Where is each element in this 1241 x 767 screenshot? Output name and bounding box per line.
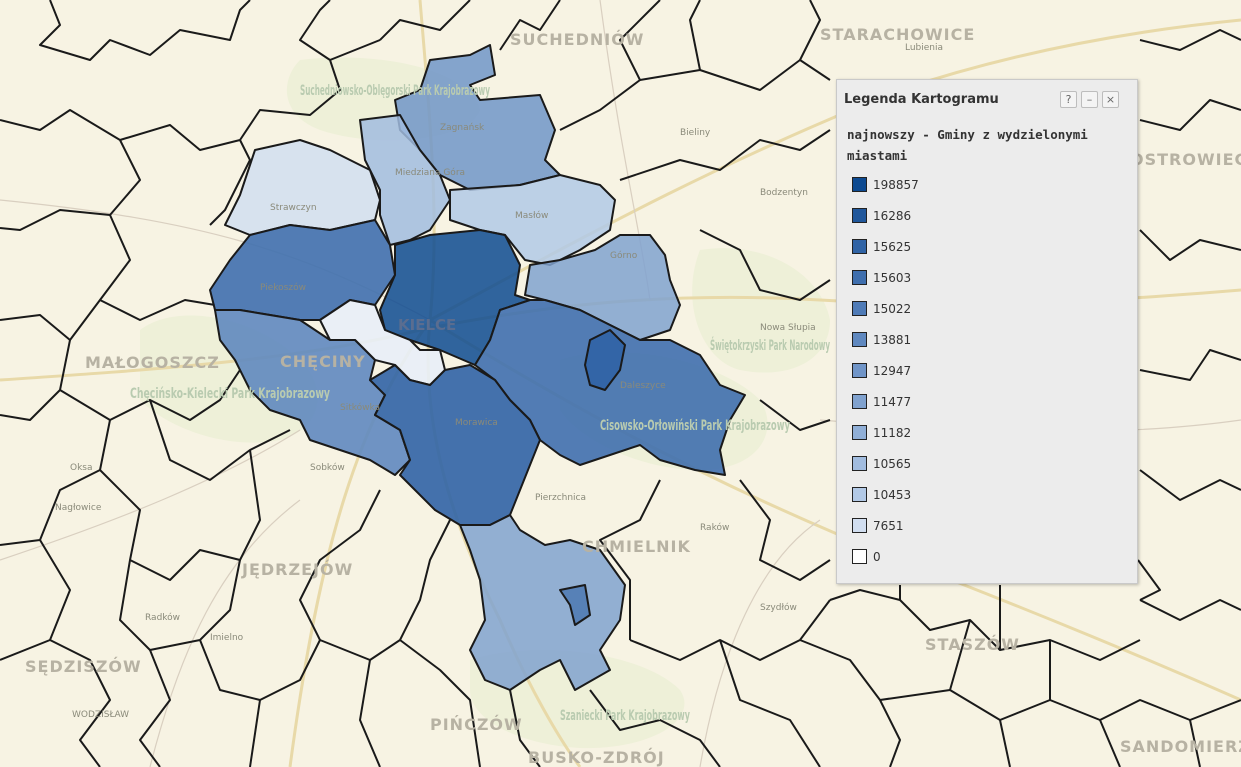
legend-title: Legenda Kartogramu — [844, 92, 999, 107]
label-wlodzislaw: WODZISŁAW — [72, 710, 129, 720]
region-chmielnik[interactable] — [459, 514, 626, 691]
label-sandomierz: SANDOMIERZ — [1120, 737, 1241, 756]
label-daleszyce: Daleszyce — [620, 381, 666, 391]
label-sedziszow: SĘDZISZÓW — [25, 657, 142, 676]
label-malogoszcz: MAŁOGOSZCZ — [85, 353, 220, 372]
legend-item: 15022 — [852, 300, 919, 331]
legend-label: 11477 — [873, 395, 912, 409]
label-checiny: CHĘCINY — [280, 352, 366, 371]
park-area — [692, 248, 830, 373]
legend-item: 198857 — [852, 176, 919, 207]
label-morawica: Morawica — [455, 418, 498, 428]
legend-swatch — [852, 518, 867, 533]
label-jedrzejow: JĘDRZEJÓW — [241, 560, 353, 579]
label-naglowice: Nagłowice — [55, 503, 102, 513]
legend-label: 0 — [873, 550, 881, 564]
label-szydlow: Szydłów — [760, 602, 797, 613]
label-oksa: Oksa — [70, 463, 93, 473]
label-zagnansk: Zagnańsk — [440, 123, 485, 133]
legend-label: 12947 — [873, 364, 912, 378]
legend-label: 16286 — [873, 209, 912, 223]
legend-swatch — [852, 208, 867, 223]
label-maslow: Masłów — [515, 210, 548, 221]
help-button[interactable]: ? — [1060, 91, 1077, 108]
label-imielno: Imielno — [210, 633, 244, 643]
close-button[interactable]: × — [1102, 91, 1119, 108]
legend-list: 198857 16286 15625 15603 15022 13881 12947 1147… — [852, 176, 919, 579]
legend-item: 15625 — [852, 238, 919, 269]
label-suchedniow: SUCHEDNIÓW — [510, 30, 644, 49]
label-kielce: KIELCE — [398, 316, 456, 334]
label-staszow: STASZÓW — [925, 635, 1020, 654]
label-pierzchnica: Pierzchnica — [535, 493, 586, 503]
legend-label: 198857 — [873, 178, 919, 192]
legend-item: 13881 — [852, 331, 919, 362]
label-radkow: Radków — [145, 612, 180, 623]
legend-swatch — [852, 487, 867, 502]
label-ostrowiec: OSTROWIEC ŚWIĘTOKRZYSKI — [1130, 150, 1241, 169]
label-rakow: Raków — [700, 522, 729, 533]
label-park-szaniecki: Szaniecki Park Krajobrazowy — [560, 708, 690, 724]
legend-swatch — [852, 239, 867, 254]
legend-item: 0 — [852, 548, 919, 579]
legend-item: 11477 — [852, 393, 919, 424]
legend-item: 7651 — [852, 517, 919, 548]
label-miedziana: Miedziana Góra — [395, 167, 465, 178]
label-lubienia: Lubienia — [905, 43, 943, 53]
legend-swatch — [852, 363, 867, 378]
label-bodzentyn: Bodzentyn — [760, 188, 808, 198]
label-busko: BUSKO-ZDRÓJ — [528, 748, 665, 767]
label-chmielnik: CHMIELNIK — [582, 537, 691, 556]
label-park-suchedniowsko: Suchedniowsko-Oblęgorski Park Krajobrazo… — [300, 83, 490, 99]
legend-window[interactable]: Legenda Kartogramu ? – × najnowszy - Gmi… — [836, 79, 1138, 584]
minimize-button[interactable]: – — [1081, 91, 1098, 108]
label-bieliny: Bieliny — [680, 128, 711, 138]
region-chmielnik-enclave[interactable] — [559, 584, 591, 626]
label-park-checinsko: Chęcińsko-Kielecki Park Krajobrazowy — [130, 386, 330, 402]
label-starachowice: STARACHOWICE — [820, 25, 975, 44]
legend-swatch — [852, 332, 867, 347]
legend-swatch — [852, 177, 867, 192]
label-gorno: Górno — [610, 250, 638, 261]
map-labels: KIELCE JĘDRZEJÓW CHMIELNIK STARACHOWICE … — [25, 25, 1241, 767]
label-pinczow: PIŃCZÓW — [430, 715, 523, 734]
legend-label: 15603 — [873, 271, 912, 285]
legend-swatch — [852, 270, 867, 285]
legend-swatch — [852, 549, 867, 564]
label-park-cisowsko: Cisowsko-Orłowiński Park Krajobrazowy — [600, 418, 790, 434]
legend-titlebar[interactable]: Legenda Kartogramu ? – × — [837, 80, 1137, 118]
choropleth-regions[interactable] — [209, 44, 746, 691]
legend-item: 11182 — [852, 424, 919, 455]
legend-subtitle: najnowszy - Gminy z wydzielonymi miastam… — [847, 127, 1088, 163]
label-sobkow: Sobków — [310, 462, 345, 473]
label-park-swietokrzyski: Świętokrzyski Park Narodowy — [710, 336, 830, 354]
label-piekoszow: Piekoszów — [260, 282, 306, 293]
legend-label: 15625 — [873, 240, 912, 254]
legend-item: 15603 — [852, 269, 919, 300]
legend-label: 7651 — [873, 519, 904, 533]
legend-label: 10453 — [873, 488, 912, 502]
legend-item: 10565 — [852, 455, 919, 486]
legend-label: 10565 — [873, 457, 912, 471]
label-sitkowka: Sitkówka — [340, 402, 380, 413]
legend-item: 10453 — [852, 486, 919, 517]
legend-item: 16286 — [852, 207, 919, 238]
legend-swatch — [852, 394, 867, 409]
label-strawczyn: Strawczyn — [270, 203, 317, 213]
legend-swatch — [852, 425, 867, 440]
region-mniow[interactable] — [359, 114, 451, 246]
legend-swatch — [852, 456, 867, 471]
legend-label: 13881 — [873, 333, 912, 347]
legend-label: 15022 — [873, 302, 912, 316]
region-enclave[interactable] — [584, 329, 626, 391]
legend-item: 12947 — [852, 362, 919, 393]
label-nowa-slupia: Nowa Słupia — [760, 323, 816, 333]
legend-label: 11182 — [873, 426, 912, 440]
legend-swatch — [852, 301, 867, 316]
